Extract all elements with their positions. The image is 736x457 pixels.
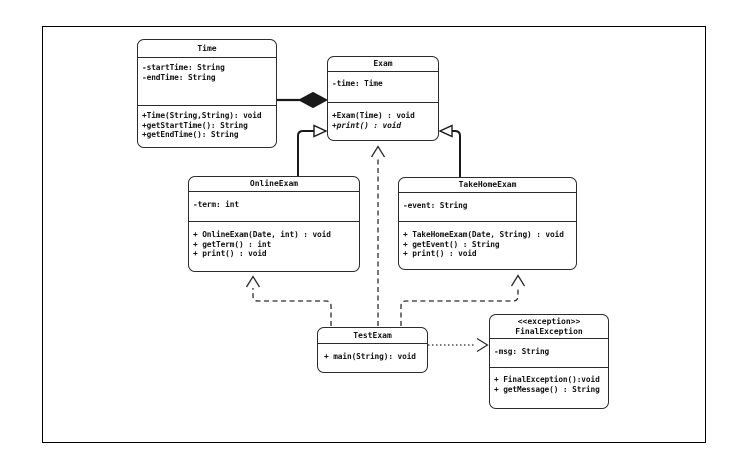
method: + print() : void (403, 249, 477, 259)
open-arrowhead-icon (245, 275, 261, 288)
open-arrowhead-icon (510, 274, 526, 287)
attributes-compartment: -time: Time (328, 72, 438, 103)
method: + OnlineExam(Date, int) : void (193, 230, 331, 239)
methods-compartment: +Time(String,String): void +getStartTime… (138, 106, 276, 147)
dependency-testexam-takehomeexam (400, 274, 526, 326)
attribute: -time: Time (332, 79, 383, 88)
class-name: TestExam (318, 328, 427, 344)
attribute: -event: String (403, 201, 468, 210)
class-time[interactable]: Time -startTime: String -endTime: String… (137, 39, 277, 148)
composition-diamond (297, 91, 329, 109)
attributes-compartment: -term: int (189, 192, 359, 222)
methods-compartment: + FinalException():void + getMessage() :… (490, 368, 608, 408)
method: +Time(String,String): void (142, 111, 262, 120)
method: + FinalException():void (494, 375, 600, 384)
class-name: OnlineExam (189, 177, 359, 192)
class-name-text: FinalException (515, 326, 583, 336)
class-exam[interactable]: Exam -time: Time +Exam(Time) : void +pri… (327, 56, 439, 141)
inheritance-triangle-icon (313, 124, 328, 138)
method: + getMessage() : String (494, 384, 600, 394)
method: + print() : void (193, 249, 267, 259)
method: +getEndTime(): String (142, 130, 239, 140)
attribute: -msg: String (494, 347, 550, 356)
methods-compartment: +Exam(Time) : void +print() : void (328, 103, 438, 140)
generalization-takehomeexam-exam (438, 124, 461, 177)
attribute: -endTime: String (142, 72, 216, 82)
class-name: Exam (328, 57, 438, 72)
method: + TakeHomeExam(Date, String) : void (403, 230, 564, 239)
method: + main(String): void (324, 352, 416, 361)
class-finalexception[interactable]: <<exception>> FinalException -msg: Strin… (489, 314, 609, 409)
methods-compartment: + TakeHomeExam(Date, String) : void + ge… (399, 222, 576, 269)
attribute: -term: int (193, 200, 239, 209)
attribute: -startTime: String (142, 63, 225, 72)
attributes-compartment: -msg: String (490, 339, 608, 368)
class-takehomeexam[interactable]: TakeHomeExam -event: String + TakeHomeEx… (398, 177, 577, 270)
class-onlineexam[interactable]: OnlineExam -term: int + OnlineExam(Date,… (188, 176, 360, 272)
dependency-testexam-onlineexam (245, 275, 332, 326)
attributes-compartment: -event: String (399, 193, 576, 222)
abstract-method: +print() : void (332, 120, 401, 130)
methods-compartment: + main(String): void (318, 344, 427, 372)
class-name: Time (138, 40, 276, 58)
class-testexam[interactable]: TestExam + main(String): void (317, 327, 428, 373)
methods-compartment: + OnlineExam(Date, int) : void + getTerm… (189, 222, 359, 271)
class-name: TakeHomeExam (399, 178, 576, 193)
dependency-testexam-finalexception (428, 337, 489, 353)
open-arrowhead-icon (370, 145, 386, 158)
composition-exam-time (277, 91, 329, 109)
open-arrowhead-icon (476, 337, 489, 353)
class-name: <<exception>> FinalException (490, 315, 608, 339)
dependency-testexam-exam (370, 145, 386, 326)
method: + getEvent() : String (403, 239, 500, 249)
method: +Exam(Time) : void (332, 111, 415, 120)
class-stereotype: <<exception>> (517, 317, 581, 326)
attributes-compartment: -startTime: String -endTime: String (138, 58, 276, 106)
method: +getStartTime(): String (142, 120, 248, 130)
method: + getTerm() : int (193, 239, 272, 249)
inheritance-triangle-icon (438, 124, 453, 138)
generalization-onlineexam-exam (297, 124, 328, 176)
